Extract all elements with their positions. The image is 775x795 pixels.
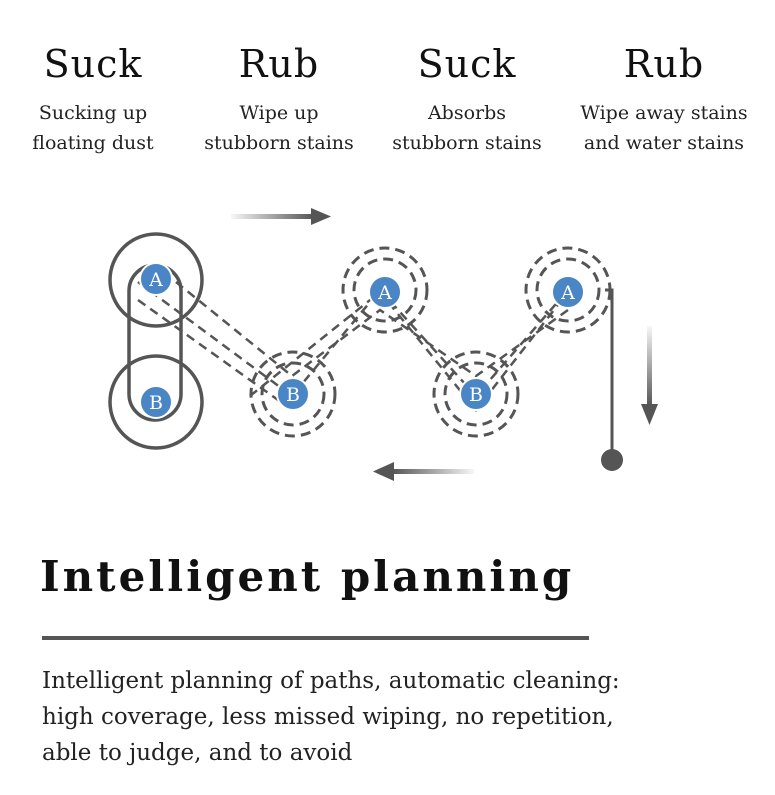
step-rub-2: Rub Wipe away stains and water stains: [569, 40, 759, 158]
step-title: Rub: [623, 42, 705, 86]
step-title: Rub: [238, 42, 320, 86]
node-b: B: [276, 377, 310, 411]
step-description-line: Sucking up: [38, 102, 148, 124]
arrow-left-icon: [373, 462, 474, 481]
dashed-rings: [249, 246, 612, 438]
description-line: high coverage, less missed wiping, no re…: [42, 704, 614, 730]
node-label: B: [286, 384, 300, 406]
step-description: Absorbs stubborn stains: [372, 98, 562, 158]
step-title: Suck: [417, 42, 517, 86]
description-line: Intelligent planning of paths, automatic…: [42, 668, 620, 694]
description-line: able to judge, and to avoid: [42, 740, 353, 766]
node-label: A: [148, 269, 163, 291]
step-description: Wipe away stains and water stains: [569, 98, 759, 158]
node-a: A: [551, 275, 585, 309]
section-heading: Intelligent planning: [40, 552, 575, 601]
node-label: A: [377, 282, 392, 304]
dashed-path: [137, 280, 569, 413]
node-a: A: [368, 275, 402, 309]
step-description-line: floating dust: [32, 132, 154, 154]
step-description: Sucking up floating dust: [0, 98, 188, 158]
step-description: Wipe up stubborn stains: [184, 98, 374, 158]
arrow-down-icon: [641, 326, 658, 425]
cleaning-path-diagram: A B B A B A: [108, 208, 658, 481]
step-rub-1: Rub Wipe up stubborn stains: [184, 40, 374, 158]
node-label: A: [560, 282, 575, 304]
step-description-line: and water stains: [583, 132, 745, 154]
heading-divider: [42, 636, 589, 640]
step-suck-1: Suck Sucking up floating dust: [0, 40, 188, 158]
step-description-line: Absorbs: [427, 102, 507, 124]
step-description-line: Wipe up: [239, 102, 319, 124]
path-end: [601, 288, 623, 471]
node-a: A: [139, 262, 173, 296]
step-description-line: stubborn stains: [204, 132, 354, 154]
node-label: B: [149, 392, 163, 414]
node-b: B: [459, 377, 493, 411]
section-description: Intelligent planning of paths, automatic…: [42, 663, 762, 771]
step-suck-2: Suck Absorbs stubborn stains: [372, 40, 562, 158]
step-description-line: Wipe away stains: [580, 102, 748, 124]
step-description-line: stubborn stains: [392, 132, 542, 154]
node-b: B: [139, 385, 173, 419]
arrow-right-icon: [231, 208, 331, 225]
step-title: Suck: [43, 42, 143, 86]
node-label: B: [469, 384, 483, 406]
